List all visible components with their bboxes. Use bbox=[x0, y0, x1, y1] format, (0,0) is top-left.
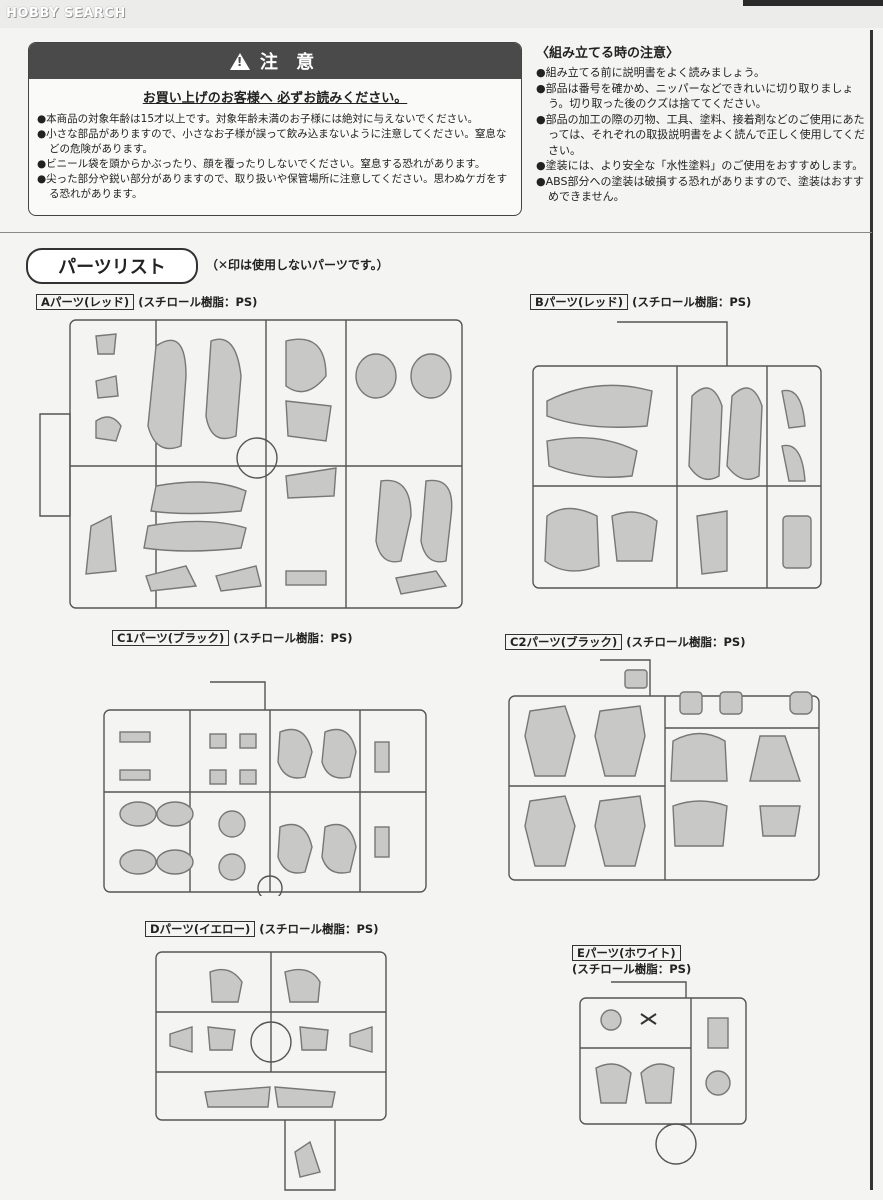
caution-box: 注 意 お買い上げのお客様へ 必ずお読みください。 本商品の対象年齢は15才以上… bbox=[28, 42, 522, 216]
assembly-item: 塗装には、より安全な「水性塗料」のご使用をおすすめします。 bbox=[536, 158, 866, 174]
caution-title: 注 意 bbox=[259, 52, 321, 73]
runner-c2-label: C2パーツ(ブラック) (スチロール樹脂：PS) bbox=[505, 634, 745, 650]
caution-list: 本商品の対象年齢は15才以上です。対象年齢未満のお子様には絶対に与えないでくださ… bbox=[29, 112, 521, 202]
runner-e-diagram bbox=[576, 978, 751, 1178]
runner-c1-diagram bbox=[100, 652, 430, 896]
caution-item: 本商品の対象年齢は15才以上です。対象年齢未満のお子様には絶対に与えないでくださ… bbox=[37, 112, 513, 127]
hobby-search-logo: HOBBY SEARCH bbox=[6, 6, 126, 21]
assembly-item: ABS部分への塗装は破損する恐れがありますので、塗装はおすすめできません。 bbox=[536, 174, 866, 205]
warning-icon bbox=[229, 52, 250, 70]
runner-c2-name: C2パーツ(ブラック) bbox=[505, 634, 623, 650]
runner-d-label: Dパーツ(イエロー) (スチロール樹脂：PS) bbox=[145, 921, 378, 937]
assembly-item: 組み立てる前に説明書をよく読みましょう。 bbox=[536, 65, 866, 81]
runner-d-material: (スチロール樹脂：PS) bbox=[259, 922, 379, 936]
caution-item: 小さな部品がありますので、小さなお子様が誤って飲み込まないように注意してください… bbox=[37, 127, 513, 157]
runner-a-material: (スチロール樹脂：PS) bbox=[138, 295, 258, 309]
runner-b-diagram bbox=[527, 316, 827, 592]
runner-e-material: (スチロール樹脂：PS) bbox=[572, 962, 692, 976]
runner-c1-label: C1パーツ(ブラック) (スチロール樹脂：PS) bbox=[112, 630, 352, 646]
assembly-list: 組み立てる前に説明書をよく読みましょう。 部品は番号を確かめ、ニッパーなどできれ… bbox=[536, 65, 866, 205]
header-stripe bbox=[743, 0, 883, 6]
runner-a-diagram bbox=[36, 316, 466, 612]
assembly-item: 部品は番号を確かめ、ニッパーなどできれいに切り取りましょう。切り取った後のクズは… bbox=[536, 81, 866, 112]
assembly-title: 〈組み立てる時の注意〉 bbox=[536, 46, 680, 61]
page-edge-rule bbox=[870, 30, 873, 1190]
section-divider bbox=[0, 232, 872, 233]
assembly-notes: 〈組み立てる時の注意〉 組み立てる前に説明書をよく読みましょう。 部品は番号を確… bbox=[536, 42, 866, 205]
runner-a-name: Aパーツ(レッド) bbox=[36, 294, 135, 310]
top-bar: HOBBY SEARCH bbox=[0, 0, 883, 28]
runner-c2-material: (スチロール樹脂：PS) bbox=[626, 635, 746, 649]
runner-e-name: Eパーツ(ホワイト) bbox=[572, 945, 681, 961]
caution-item: ビニール袋を頭からかぶったり、顔を覆ったりしないでください。窒息する恐れがありま… bbox=[37, 157, 513, 172]
runner-e-label: Eパーツ(ホワイト) (スチロール樹脂：PS) bbox=[572, 945, 691, 977]
caution-item: 尖った部分や鋭い部分がありますので、取り扱いや保管場所に注意してください。思わぬ… bbox=[37, 172, 513, 202]
caution-header: 注 意 bbox=[29, 43, 521, 79]
runner-c1-name: C1パーツ(ブラック) bbox=[112, 630, 230, 646]
runner-b-name: Bパーツ(レッド) bbox=[530, 294, 629, 310]
runner-c1-material: (スチロール樹脂：PS) bbox=[233, 631, 353, 645]
runner-b-label: Bパーツ(レッド) (スチロール樹脂：PS) bbox=[530, 294, 751, 310]
runner-d-diagram bbox=[150, 942, 390, 1194]
runner-c2-diagram bbox=[505, 656, 823, 884]
runner-b-material: (スチロール樹脂：PS) bbox=[632, 295, 752, 309]
parts-list-note: （✕印は使用しないパーツです。） bbox=[206, 258, 389, 272]
caution-subtitle: お買い上げのお客様へ 必ずお読みください。 bbox=[142, 91, 408, 106]
runner-d-name: Dパーツ(イエロー) bbox=[145, 921, 256, 937]
assembly-item: 部品の加工の際の刃物、工具、塗料、接着剤などのご使用にあたっては、それぞれの取扱… bbox=[536, 112, 866, 159]
parts-list-title: パーツリスト bbox=[26, 248, 198, 284]
runner-a-label: Aパーツ(レッド) (スチロール樹脂：PS) bbox=[36, 294, 257, 310]
